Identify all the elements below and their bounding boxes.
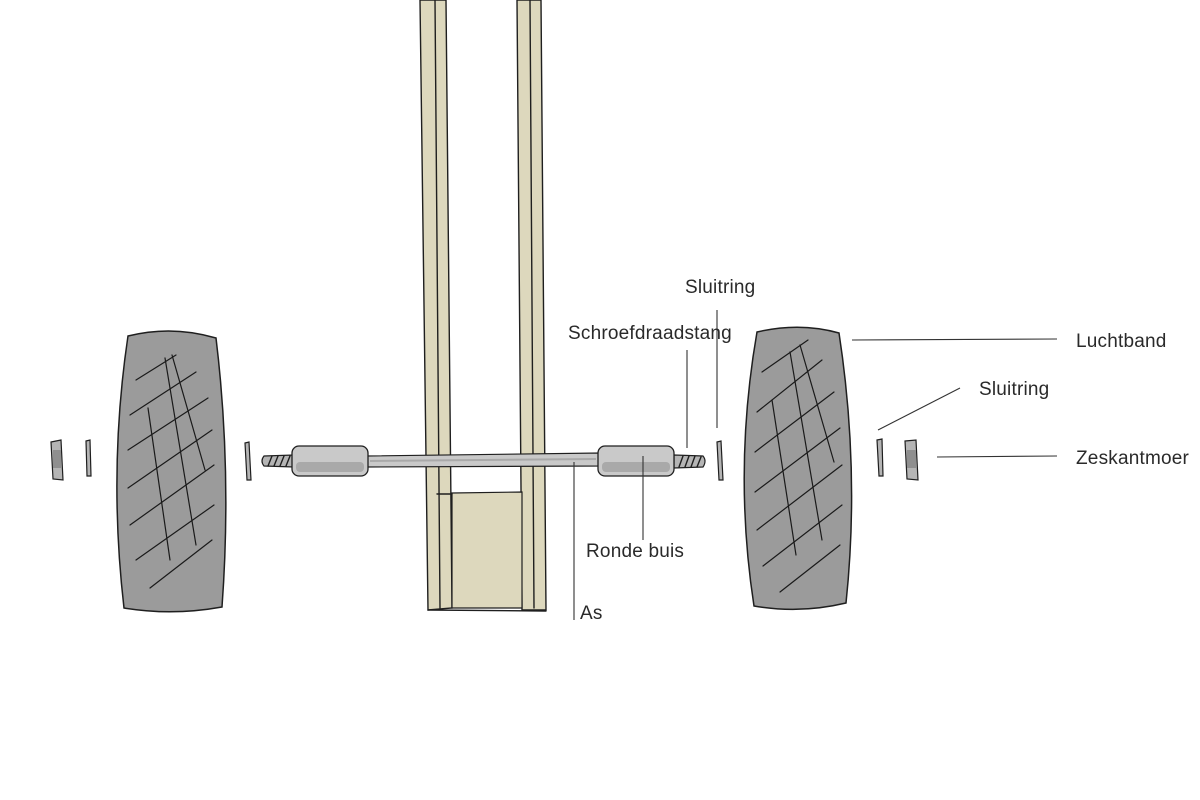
right-washer-inner (716, 440, 724, 481)
right-tire (743, 326, 853, 611)
wooden-frame (419, 0, 547, 612)
label-zeskantmoer: Zeskantmoer (1076, 448, 1190, 469)
threaded-rod-left (261, 454, 295, 468)
axle-rod (365, 452, 601, 468)
threaded-rod-right (673, 454, 706, 469)
leader-zeskantmoer (936, 455, 1058, 458)
round-tube-right (597, 445, 675, 477)
leader-lines (573, 310, 1058, 620)
label-sluitring-right: Sluitring (979, 379, 1049, 400)
label-ronde-buis: Ronde buis (586, 541, 684, 562)
labels: Sluitring Schroefdraadstang Luchtband Sl… (568, 277, 1190, 624)
right-hex-nut (904, 439, 919, 481)
label-schroefdraadstang: Schroefdraadstang (568, 323, 732, 344)
label-as: As (580, 603, 603, 624)
leader-sluitring-right (877, 387, 961, 431)
left-tire (116, 330, 227, 613)
leader-luchtband (851, 338, 1058, 341)
left-washer-inner (244, 441, 252, 481)
label-luchtband: Luchtband (1076, 331, 1167, 352)
right-washer-outer (876, 438, 884, 477)
label-sluitring-top: Sluitring (685, 277, 755, 298)
left-washer-outer (85, 439, 92, 477)
round-tube-left (291, 445, 369, 477)
left-hex-nut (50, 439, 64, 481)
frame-bottom-panel (451, 491, 523, 609)
